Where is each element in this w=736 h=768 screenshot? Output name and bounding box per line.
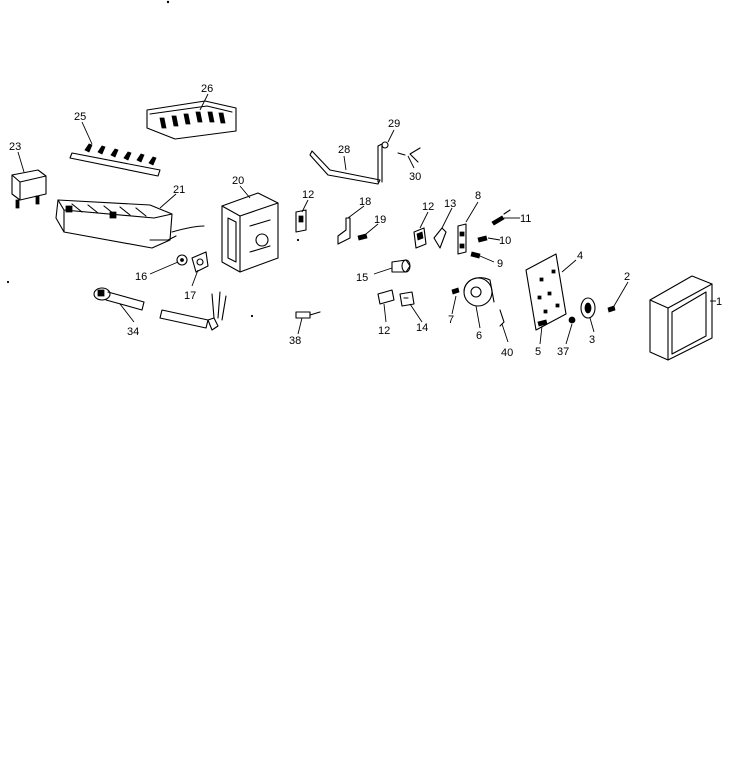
part-38-connector: [295, 311, 321, 319]
part-12-switch-b: [413, 227, 427, 249]
label-17: 17: [184, 290, 196, 302]
part-25-ejector-blades: [69, 143, 161, 177]
label-2: 2: [624, 271, 630, 283]
label-23: 23: [9, 141, 21, 153]
part-23-bracket: [11, 169, 47, 209]
part-18-bracket: [337, 217, 351, 245]
label-9: 9: [497, 258, 503, 270]
part-37-nut: [568, 316, 576, 324]
label-12-middle: 12: [422, 201, 434, 213]
label-8: 8: [475, 190, 481, 202]
part-15-thermostat: [391, 259, 411, 273]
part-16-washer: [176, 254, 188, 266]
label-19: 19: [374, 214, 386, 226]
part-14-clip: [399, 291, 415, 307]
wire-harness: [159, 291, 227, 331]
label-25: 25: [74, 111, 86, 123]
label-5: 5: [535, 346, 541, 358]
part-10-screw: [477, 235, 488, 243]
label-28: 28: [338, 144, 350, 156]
part-labels: 1 2 3 4 5 6 7 8 9 10 11 12 12 12 13 14 1…: [9, 83, 722, 359]
part-17-gear: [191, 251, 209, 273]
part-21-ice-mold: [55, 199, 205, 249]
part-8-lever: [457, 223, 467, 255]
label-20: 20: [232, 175, 244, 187]
part-6-motor: [463, 277, 495, 307]
label-15: 15: [356, 272, 368, 284]
part-3-knob: [580, 297, 596, 319]
part-19-screw: [357, 233, 368, 241]
label-29: 29: [388, 118, 400, 130]
label-3: 3: [589, 334, 595, 346]
label-7: 7: [448, 314, 454, 326]
part-26-cover: [146, 100, 237, 140]
label-18: 18: [359, 196, 371, 208]
part-2-screw: [607, 305, 616, 313]
label-34: 34: [127, 326, 139, 338]
part-4-mounting-plate: [525, 253, 567, 331]
part-28-shutoff-arm: [309, 143, 383, 185]
part-12-switch-c: [377, 289, 395, 305]
part-20-control-housing: [221, 192, 279, 273]
part-11-screw: [491, 209, 511, 226]
label-40: 40: [501, 347, 513, 359]
part-9-screw: [470, 251, 481, 259]
label-1: 1: [716, 296, 722, 308]
label-4: 4: [577, 250, 583, 262]
part-30-spring: [397, 147, 421, 163]
label-10: 10: [499, 235, 511, 247]
label-6: 6: [476, 330, 482, 342]
part-12-switch-a: [295, 209, 307, 233]
label-30: 30: [409, 171, 421, 183]
label-13: 13: [444, 198, 456, 210]
label-21: 21: [173, 184, 185, 196]
label-11: 11: [520, 213, 531, 225]
label-26: 26: [201, 83, 213, 95]
part-7-screw: [451, 287, 460, 295]
part-5-screw: [537, 319, 548, 327]
label-16: 16: [135, 271, 147, 283]
part-34-fill-tube: [93, 287, 145, 311]
label-12-upper: 12: [302, 189, 314, 201]
label-14: 14: [416, 322, 428, 334]
label-38: 38: [289, 335, 301, 347]
label-12-lower: 12: [378, 325, 390, 337]
leader-lines: [17, 93, 716, 345]
part-40-wire: [499, 309, 505, 327]
part-13-cam: [433, 227, 447, 249]
label-37: 37: [557, 346, 569, 358]
part-1-front-cover: [649, 275, 713, 361]
part-29-clip: [381, 141, 389, 149]
scan-specks: [6, 0, 300, 318]
